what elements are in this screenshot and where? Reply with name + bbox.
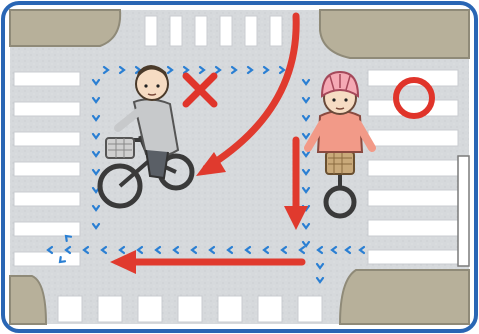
crosswalk-bottom <box>58 296 322 322</box>
sidewalk-bottom-right <box>340 270 469 324</box>
sidewalk-top-left <box>10 10 120 46</box>
sidewalk-top-right <box>320 10 469 58</box>
roadside-post <box>458 156 469 266</box>
